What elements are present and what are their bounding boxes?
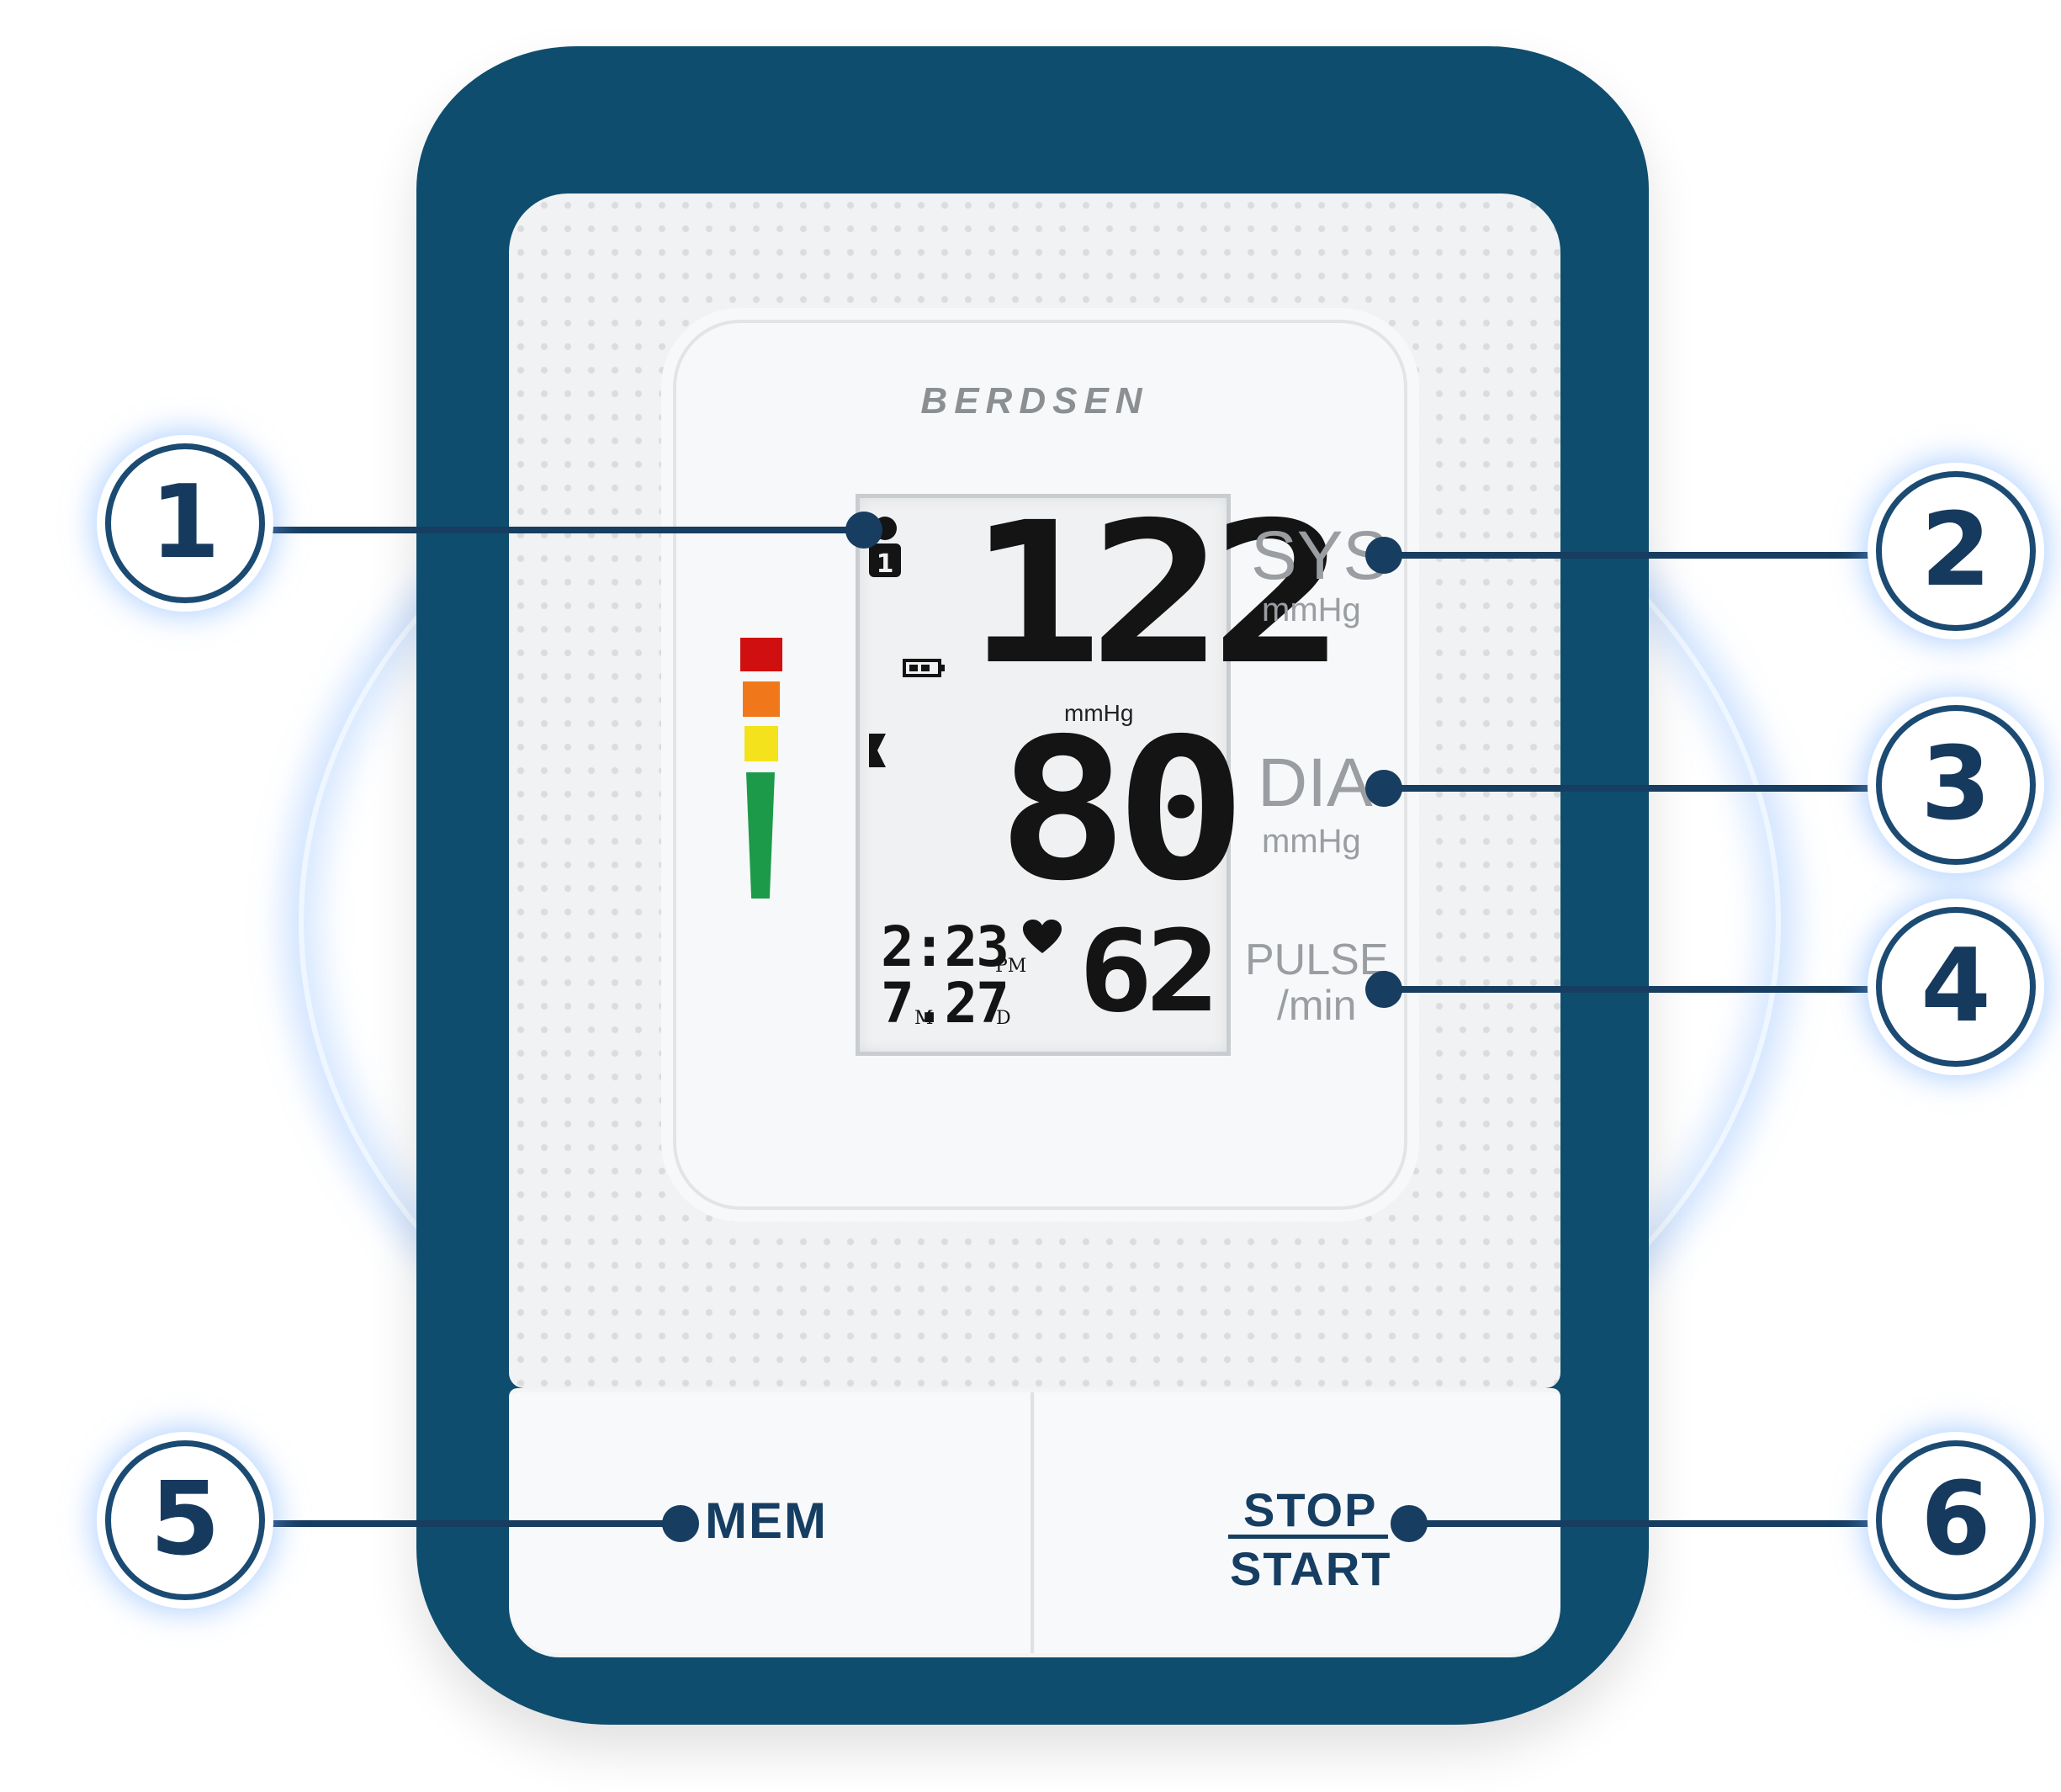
time-value: 2:23 (881, 915, 1009, 979)
scale-bar-red (740, 638, 782, 671)
callout-3 (1876, 705, 2036, 865)
lcd-screen (856, 494, 1231, 1056)
callout-5-dot (662, 1505, 699, 1542)
lcd-unit-label: mmHg (1064, 700, 1134, 726)
callout-4-number: 4 (1921, 928, 1991, 1045)
dia-label: DIA (1258, 745, 1373, 821)
diastolic-value: 80 (997, 697, 1247, 924)
irregular-heartbeat-indicator-icon (869, 734, 886, 767)
callout-5-line (269, 1520, 681, 1527)
brand-logo: BERDSEN (920, 380, 1149, 421)
callout-1-number: 1 (150, 464, 220, 581)
callout-1-line (269, 527, 866, 533)
callout-3-number: 3 (1921, 726, 1991, 843)
day-marker: D (996, 1008, 1011, 1029)
callout-2-number: 2 (1921, 492, 1991, 609)
callout-6-dot (1391, 1505, 1428, 1542)
systolic-value: 122 (967, 480, 1346, 708)
battery-icon (903, 659, 945, 677)
dia-unit-label: mmHg (1262, 823, 1361, 860)
sys-unit-label: mmHg (1262, 591, 1361, 628)
month-marker: M (914, 1008, 934, 1029)
callout-5-number: 5 (150, 1461, 220, 1578)
stop-start-divider (1228, 1535, 1388, 1539)
callout-3-dot (1365, 770, 1402, 807)
callout-5 (105, 1440, 265, 1600)
pulse-value: 62 (1078, 906, 1221, 1037)
pulse-unit-label: /min (1277, 982, 1357, 1029)
callout-2-line (1384, 552, 1872, 559)
callout-4-dot (1365, 971, 1402, 1008)
callout-6-line (1409, 1520, 1872, 1527)
scale-bar-yellow (744, 726, 778, 761)
start-button-label: START (1230, 1542, 1392, 1595)
callout-2 (1876, 471, 2036, 631)
callout-4 (1876, 907, 2036, 1067)
heart-icon (1023, 920, 1062, 953)
callout-4-line (1384, 986, 1872, 993)
callout-3-line (1384, 785, 1872, 792)
callout-2-dot (1365, 537, 1402, 574)
scale-bar-green (746, 772, 775, 899)
callout-6 (1876, 1440, 2036, 1600)
callout-1-dot (845, 512, 882, 549)
ampm-label: PM (995, 956, 1027, 977)
mem-button-label: MEM (705, 1492, 828, 1549)
svg-text:1: 1 (877, 549, 894, 579)
date-value: 7.27 (881, 971, 1009, 1036)
pulse-label: PULSE (1245, 936, 1389, 984)
callout-6-number: 6 (1921, 1461, 1991, 1578)
stop-button-label: STOP (1243, 1483, 1378, 1536)
scale-bar-orange (743, 681, 780, 717)
callout-1 (105, 443, 265, 603)
